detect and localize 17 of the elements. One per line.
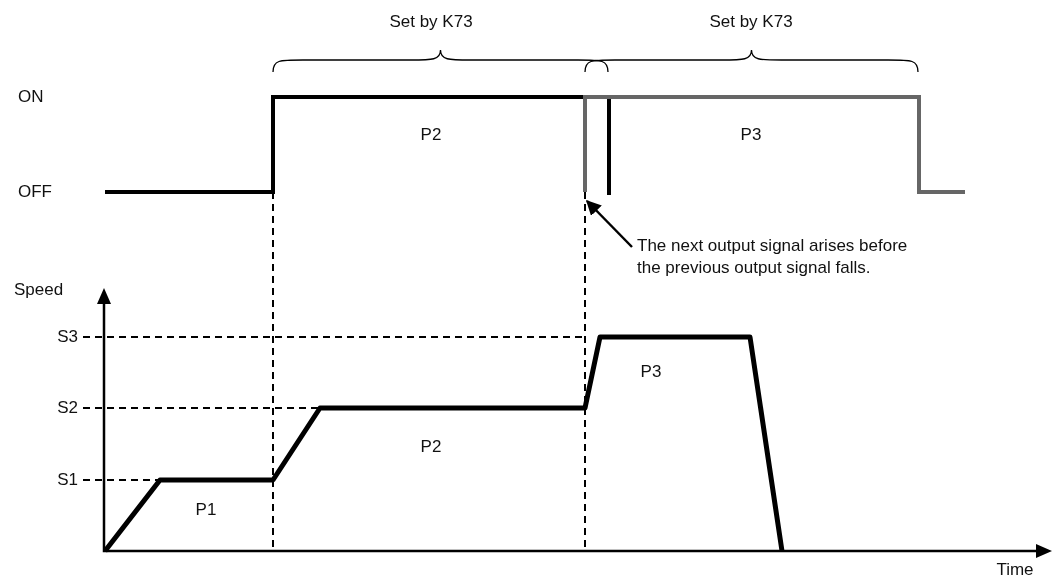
signal-edge	[583, 97, 587, 192]
leader-arrow	[585, 199, 633, 248]
pulse-label: P3	[640, 362, 662, 382]
bracket-label: Set by K73	[709, 12, 793, 32]
axis-title: Speed	[14, 280, 64, 300]
annotation-text: The next output signal arises before the previous output signal falls.	[637, 235, 909, 279]
pulse-label: P3	[740, 125, 762, 145]
pulse-label: P2	[420, 437, 442, 457]
speed-level-label: S2	[57, 398, 78, 418]
bracket-label: Set by K73	[389, 12, 473, 32]
pulse-label: P2	[420, 125, 442, 145]
pulse-label: P1	[195, 500, 217, 520]
speed-level-label: S1	[57, 470, 78, 490]
state-label: ON	[18, 87, 44, 107]
speed-level-label: S3	[57, 327, 78, 347]
axis-title: Time	[996, 560, 1034, 580]
state-label: OFF	[18, 182, 52, 202]
